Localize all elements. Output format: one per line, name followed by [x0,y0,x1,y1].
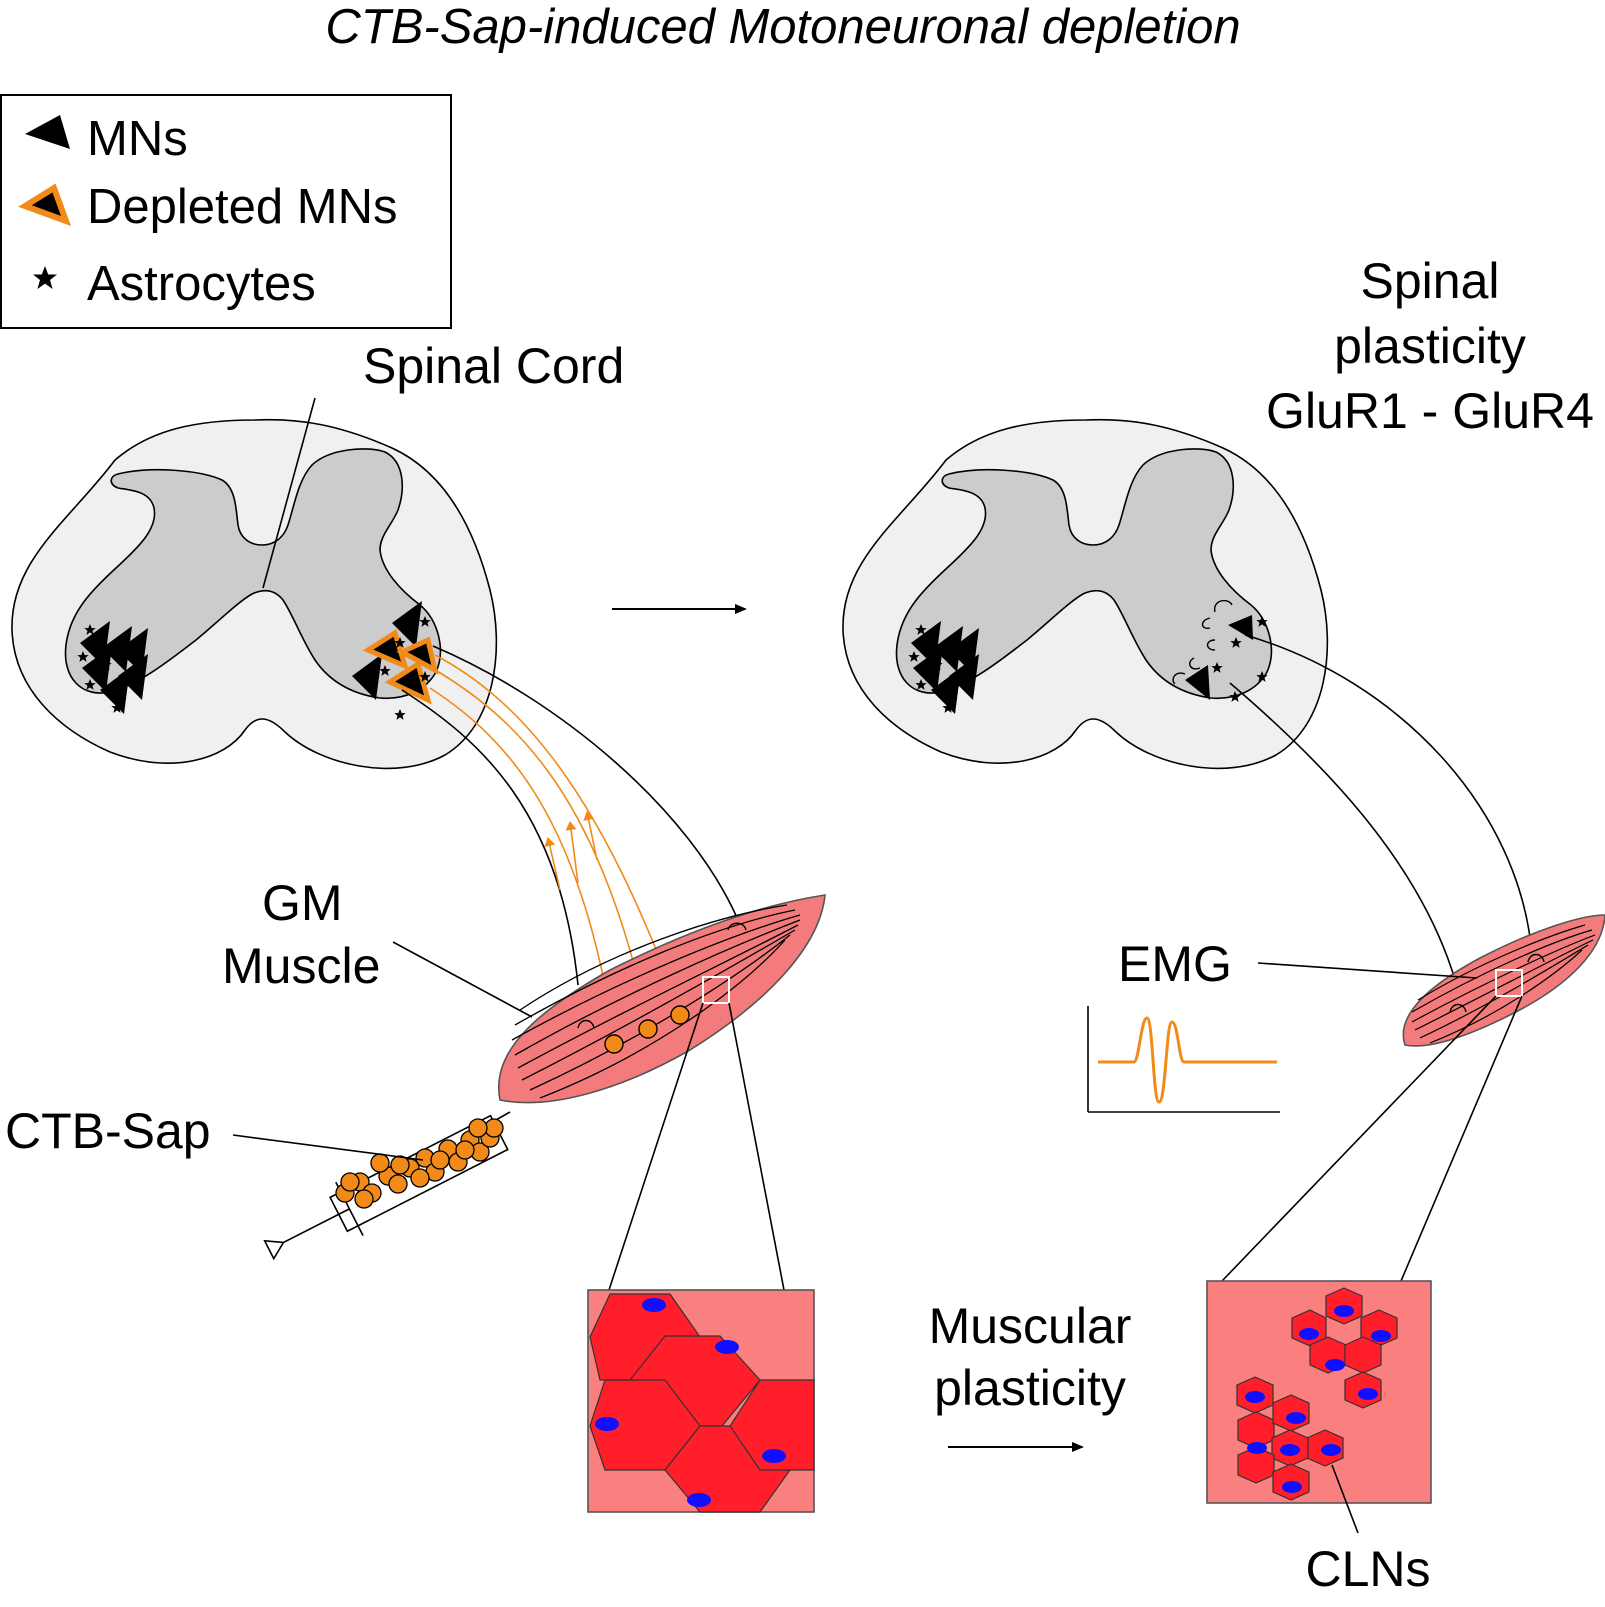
muscle-tissue-before [587,1289,815,1513]
nerve-fibers-left [401,645,739,1036]
gm-pointer-line [392,941,533,1018]
mn-cluster-right-cord-right-horn [1172,599,1268,702]
spinal-cord-left [11,418,498,770]
clns-pointer-line [1331,1464,1359,1534]
legend-label-mns: MNs [87,112,188,166]
depleted-mn [362,629,439,705]
spinal-cord-pointer-line [262,397,316,589]
label-plasticity: plasticity [1334,318,1526,374]
legend-depleted-mn-icon [18,183,72,227]
muscle-tissue-after [1206,1280,1432,1504]
legend-label-depleted-mns: Depleted MNs [87,180,397,234]
muscle-right [1402,914,1605,1047]
label-emg: EMG [1118,936,1232,992]
gm-muscle-left [497,894,826,1104]
legend-box [0,94,452,329]
label-muscular-plasticity: plasticity [934,1360,1126,1416]
legend-astrocyte-icon [33,266,57,289]
diagram-title: CTB-Sap-induced Motoneuronal depletion [325,0,1240,54]
label-clns: CLNs [1305,1541,1430,1597]
spinal-cord-right [842,418,1329,770]
label-glur: GluR1 - GluR4 [1266,383,1594,439]
label-muscle: Muscle [222,938,380,994]
legend-mn-icon [25,115,70,149]
legend: MNs Depleted MNs Astrocytes [0,94,452,329]
nerve-fibers-right [1229,634,1533,984]
zoom-line [728,1002,785,1291]
label-gm: GM [262,875,343,931]
zoom-line [1221,995,1497,1282]
ctb-sap-pointer-line [232,1134,424,1161]
label-spinal: Spinal [1361,253,1500,309]
label-ctb-sap: CTB-Sap [5,1103,211,1159]
zoom-line [608,1002,704,1291]
ctb-sap-particles [335,1118,504,1209]
legend-label-astrocytes: Astrocytes [87,257,316,311]
label-muscular: Muscular [929,1298,1132,1354]
zoom-line [1400,995,1523,1282]
syringe [263,1111,511,1261]
label-spinal-cord: Spinal Cord [363,338,624,394]
emg-pointer-line [1257,962,1478,979]
mn-cluster-right-horn [352,601,439,720]
emg-trace [1087,1006,1280,1113]
